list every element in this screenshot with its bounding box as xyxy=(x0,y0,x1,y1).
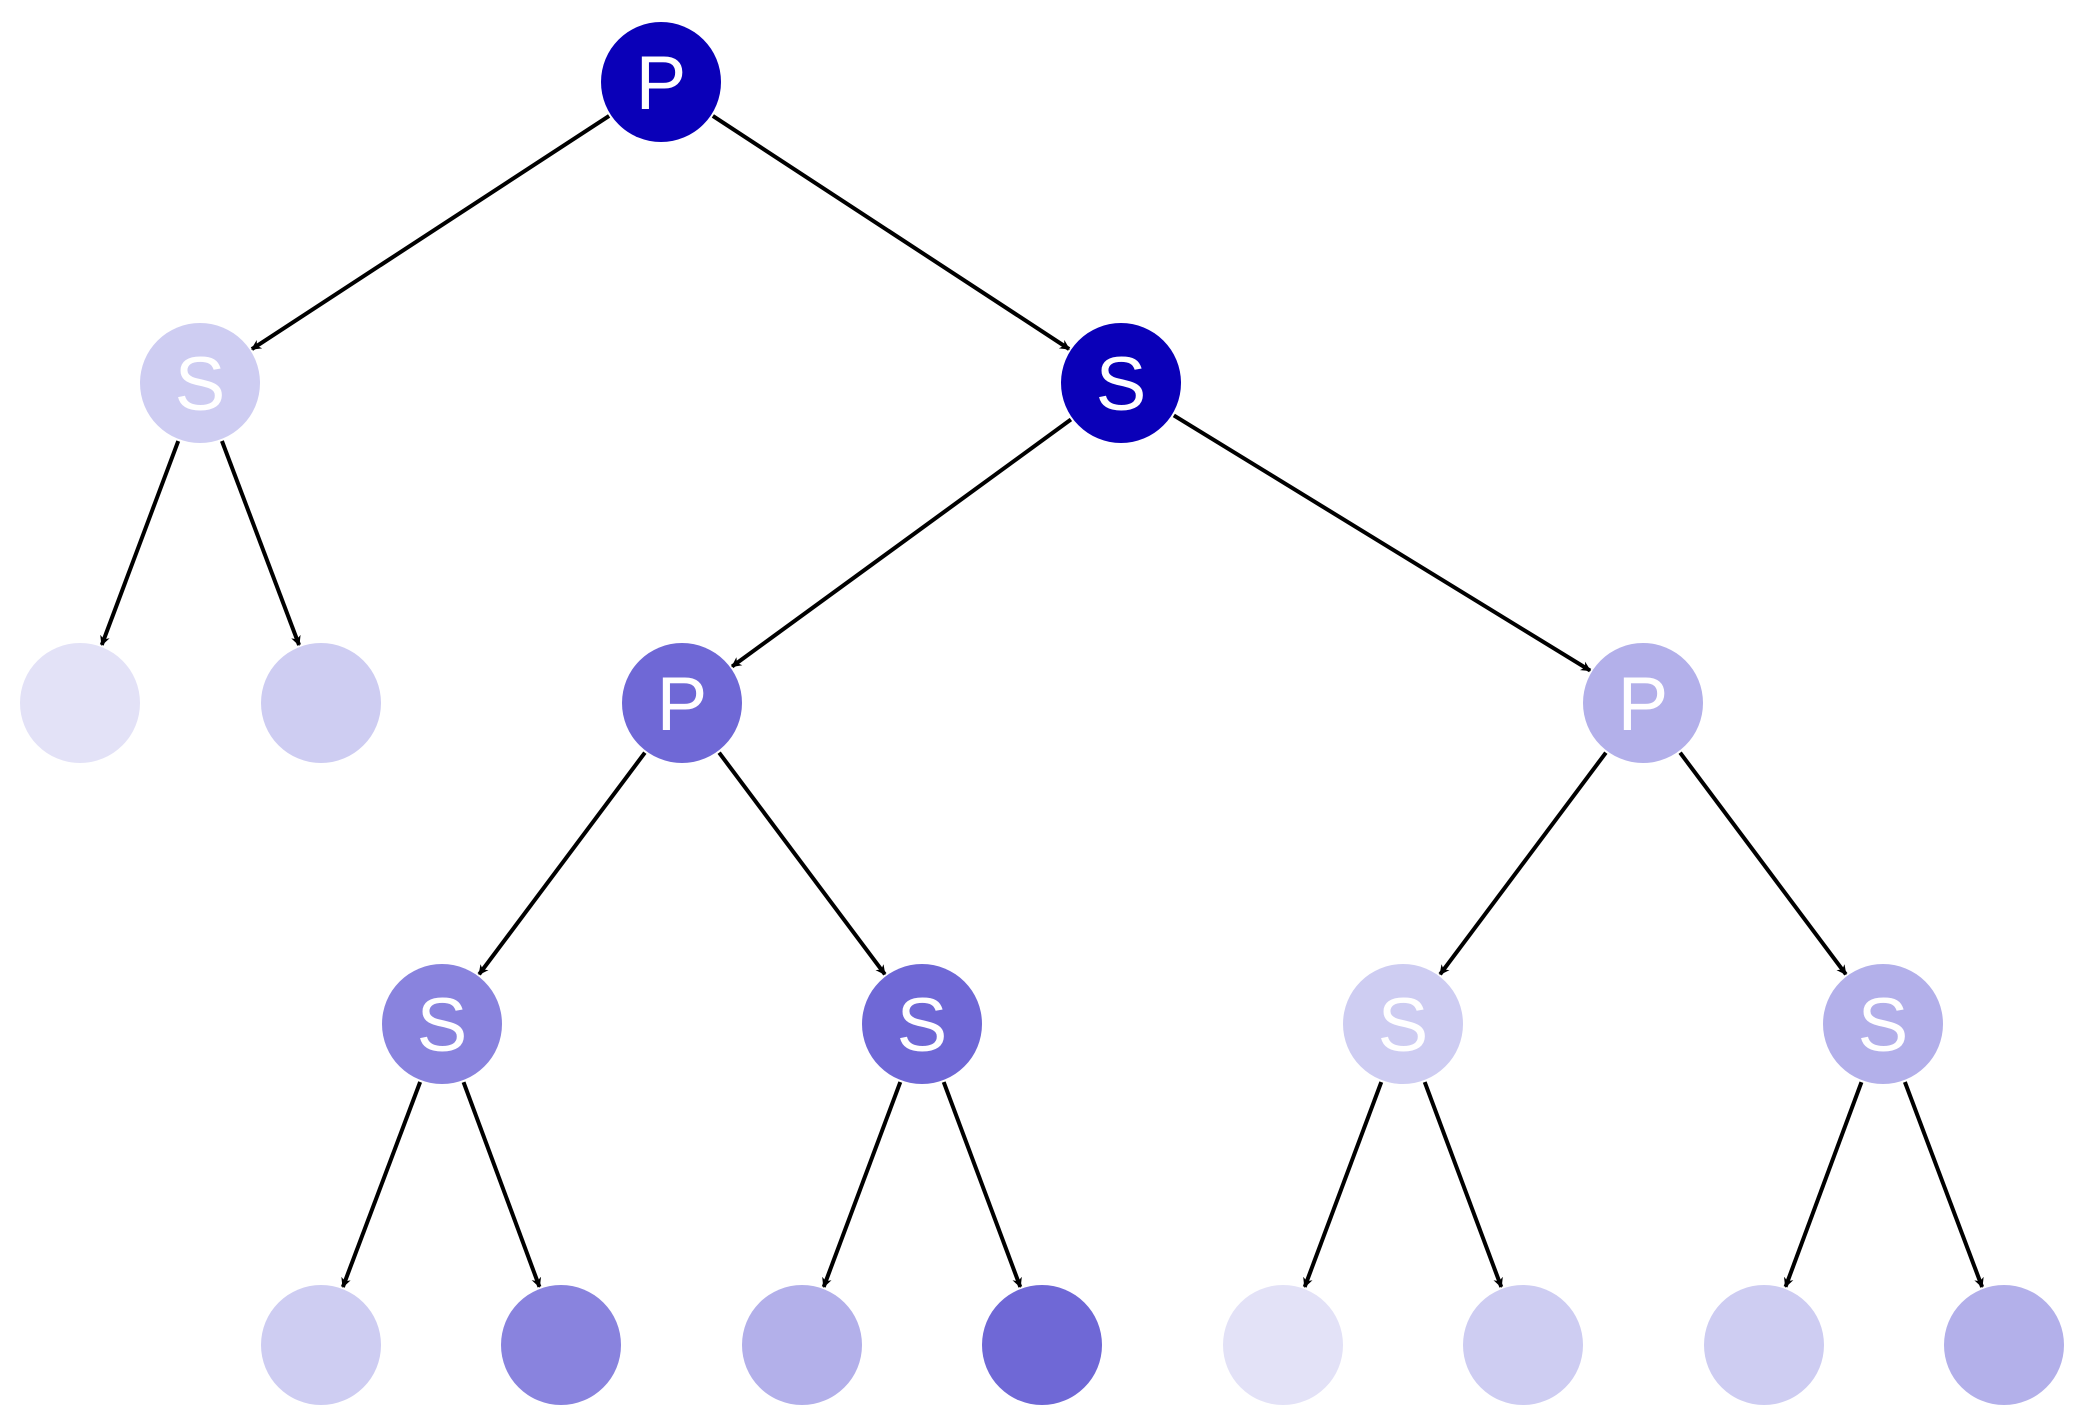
tree-node-n9: S xyxy=(1343,964,1463,1084)
node-circle xyxy=(862,964,982,1084)
edges-layer xyxy=(99,114,1985,1288)
node-label: S xyxy=(1096,342,1147,427)
tree-node-n3 xyxy=(20,643,140,763)
edge-arrow-n5-n8 xyxy=(717,751,887,976)
node-circle xyxy=(1343,964,1463,1084)
tree-node-n8: S xyxy=(862,964,982,1084)
edge-arrow-n2-n6 xyxy=(1172,413,1592,673)
node-label: S xyxy=(175,342,226,427)
node-circle xyxy=(1463,1285,1583,1405)
tree-node-n16 xyxy=(1463,1285,1583,1405)
node-circle xyxy=(20,643,140,763)
edge-arrow-n0-n1 xyxy=(250,114,611,351)
node-circle xyxy=(261,1285,381,1405)
node-label: P xyxy=(636,41,687,126)
node-label: S xyxy=(1858,983,1909,1068)
node-label: P xyxy=(1618,662,1669,747)
node-circle xyxy=(601,22,721,142)
tree-node-n0: P xyxy=(601,22,721,142)
tree-node-n12 xyxy=(501,1285,621,1405)
edge-arrow-n8-n13 xyxy=(821,1081,903,1288)
node-circle xyxy=(982,1285,1102,1405)
node-circle xyxy=(261,643,381,763)
node-circle xyxy=(501,1285,621,1405)
node-circle xyxy=(1223,1285,1343,1405)
edge-arrow-n7-n12 xyxy=(461,1081,542,1288)
node-circle xyxy=(622,643,742,763)
edge-arrow-n7-n11 xyxy=(340,1081,423,1288)
edge-arrow-n10-n17 xyxy=(1783,1081,1864,1288)
tree-node-n6: P xyxy=(1583,643,1703,763)
node-circle xyxy=(1061,323,1181,443)
tree-node-n17 xyxy=(1704,1285,1824,1405)
tree-node-n18 xyxy=(1944,1285,2064,1405)
tree-node-n10: S xyxy=(1823,964,1943,1084)
tree-node-n4 xyxy=(261,643,381,763)
tree-node-n11 xyxy=(261,1285,381,1405)
tree-node-n2: S xyxy=(1061,323,1181,443)
node-circle xyxy=(1583,643,1703,763)
edge-arrow-n9-n15 xyxy=(1302,1081,1384,1288)
edge-arrow-n5-n7 xyxy=(477,751,647,976)
edge-arrow-n2-n5 xyxy=(730,417,1073,669)
tree-node-n7: S xyxy=(382,964,502,1084)
node-label: S xyxy=(1378,983,1429,1068)
node-label: S xyxy=(897,983,948,1068)
tree-node-n15 xyxy=(1223,1285,1343,1405)
node-circle xyxy=(1823,964,1943,1084)
node-label: P xyxy=(657,662,708,747)
edge-arrow-n6-n10 xyxy=(1678,751,1848,976)
edge-arrow-n8-n14 xyxy=(941,1081,1023,1288)
node-circle xyxy=(742,1285,862,1405)
node-label: S xyxy=(417,983,468,1068)
tree-node-n14 xyxy=(982,1285,1102,1405)
edge-arrow-n0-n2 xyxy=(711,114,1071,351)
tree-node-n5: P xyxy=(622,643,742,763)
edge-arrow-n6-n9 xyxy=(1438,751,1608,976)
nodes-layer: P S S P P S S S S xyxy=(20,22,2064,1405)
edge-arrow-n9-n16 xyxy=(1422,1081,1504,1288)
node-circle xyxy=(1704,1285,1824,1405)
tree-node-n13 xyxy=(742,1285,862,1405)
node-circle xyxy=(382,964,502,1084)
edge-arrow-n1-n3 xyxy=(99,440,181,646)
node-circle xyxy=(140,323,260,443)
edge-arrow-n1-n4 xyxy=(220,440,301,646)
edge-arrow-n10-n18 xyxy=(1902,1081,1985,1288)
node-circle xyxy=(1944,1285,2064,1405)
tree-node-n1: S xyxy=(140,323,260,443)
